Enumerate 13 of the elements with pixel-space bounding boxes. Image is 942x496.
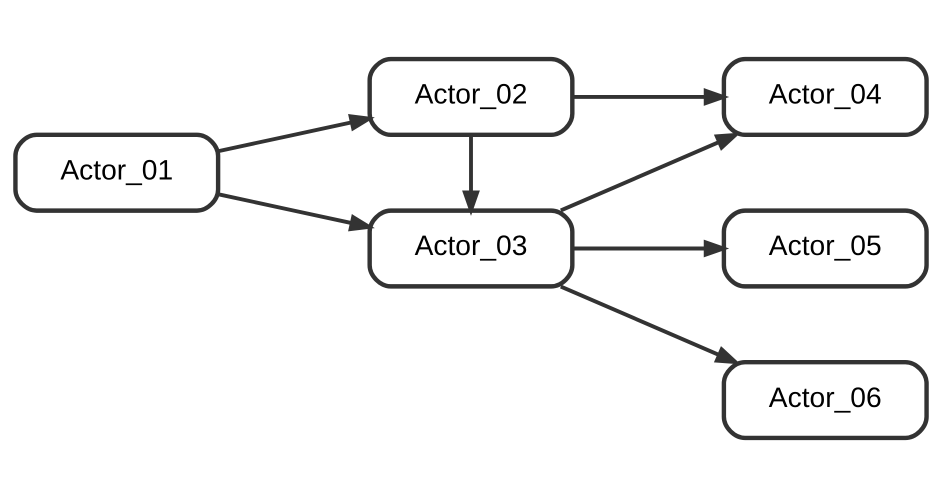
arrow: [560, 132, 741, 212]
node-box: Actor_03: [367, 208, 575, 288]
node-box: Actor_04: [722, 56, 929, 137]
arrow: [572, 88, 730, 106]
arrow: [218, 114, 375, 152]
arrow: [572, 239, 730, 257]
arrow: [462, 134, 480, 216]
node-box: Actor_05: [722, 208, 929, 288]
node-box: Actor_02: [367, 56, 575, 137]
node-box: Actor_01: [13, 132, 220, 212]
arrow: [218, 192, 375, 231]
arrow: [560, 284, 741, 364]
node-box: Actor_06: [722, 359, 929, 440]
